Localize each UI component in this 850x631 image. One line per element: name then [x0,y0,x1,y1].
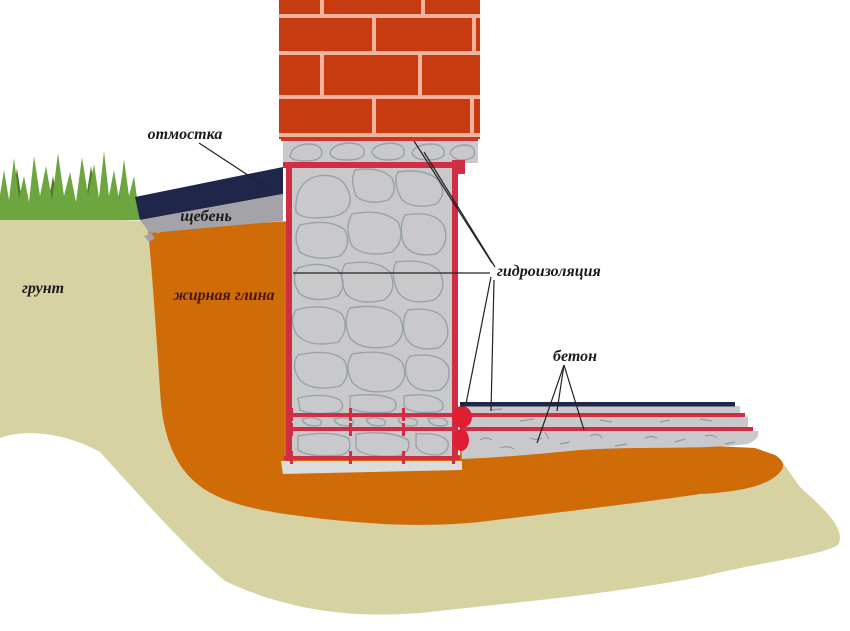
leader-concrete-3 [563,364,585,431]
footing-base [281,461,462,474]
wp-wall-line-bottom [284,456,460,460]
grass [0,151,141,220]
stone-texture [289,142,476,458]
concrete-texture [479,408,736,450]
wp-slab-line-1 [460,413,745,417]
slab-concrete-base [460,431,759,459]
label-blind-area: отмостка [148,126,223,143]
wp-vertical-right [452,160,458,460]
wp-slab-line-2 [460,427,753,431]
label-waterproofing: гидроизоляция [497,263,601,280]
wp-wall-line-2 [286,427,458,431]
label-fat-clay: жирная глина [173,287,275,304]
label-concrete: бетон [553,348,597,365]
waterproofing-red-layers [281,138,753,464]
leader-lines [198,140,585,444]
leader-concrete-2 [556,364,565,412]
junction-seal-upper [452,406,472,428]
leader-waterproofing-seal [465,276,492,405]
navy-elements [135,167,735,407]
wp-wall-line-1 [286,413,458,417]
waterproofing-junction-seals [452,406,472,451]
slab-middle-layer [460,417,748,428]
wp-band-top [283,162,463,168]
clay-region [148,221,784,525]
junction-seal-lower [453,429,469,451]
slab-top-navy-line [460,402,735,407]
leader-concrete-1 [536,364,565,444]
foundation-cap-row [283,141,478,163]
label-soil: грунт [22,280,64,297]
wp-vertical-left [286,162,292,461]
wp-line-under-bricks [281,138,478,141]
leader-blind-area [198,142,267,188]
brick-field [279,0,480,139]
wp-band-top-right-step [455,160,465,174]
labels: отмостка щебень грунт жирная глина гидро… [22,126,601,365]
blind-area-band [135,167,283,220]
leader-waterproofing-top-2 [423,151,496,268]
crushed-stone-band [140,194,283,242]
brick-wall [279,0,480,139]
leader-waterproofing-slab [490,279,495,412]
label-crushed-stone: щебень [180,208,232,225]
slab-screed-layer [460,406,740,414]
mortar-joints [279,0,480,137]
leader-waterproofing-top-1 [413,140,493,264]
